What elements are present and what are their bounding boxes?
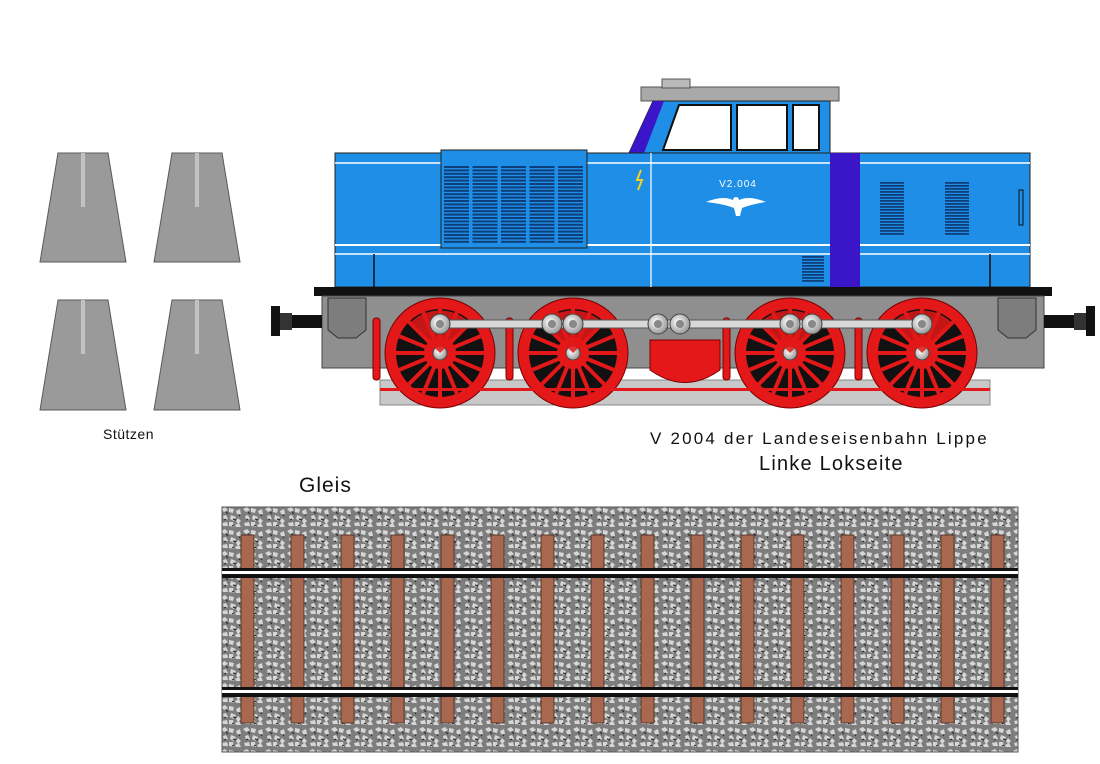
sleeper bbox=[990, 534, 1005, 724]
crank-pins bbox=[429, 313, 933, 335]
sleepers bbox=[240, 534, 1005, 724]
supports-group bbox=[39, 152, 241, 411]
sleeper bbox=[940, 534, 955, 724]
rear-end-box bbox=[997, 297, 1037, 339]
track-label: Gleis bbox=[299, 474, 352, 497]
rail-upper bbox=[222, 568, 1018, 578]
sleeper bbox=[890, 534, 905, 724]
hood-body bbox=[334, 152, 1031, 288]
ballast-bed bbox=[221, 506, 1019, 753]
sleeper bbox=[590, 534, 605, 724]
crank-pin bbox=[911, 313, 933, 335]
lower-brake-rod bbox=[380, 388, 990, 391]
sleeper bbox=[740, 534, 755, 724]
running-board bbox=[314, 287, 1052, 296]
cab-roof bbox=[640, 86, 840, 102]
crank-pin bbox=[669, 313, 691, 335]
crank-pin bbox=[801, 313, 823, 335]
sleeper bbox=[440, 534, 455, 724]
sleeper bbox=[240, 534, 255, 724]
lightning-icon bbox=[635, 169, 644, 191]
cab-side-band bbox=[830, 153, 860, 287]
sleeper bbox=[540, 534, 555, 724]
support-block-1 bbox=[39, 152, 127, 263]
cab-window-middle bbox=[736, 104, 788, 151]
supports-label: Stützen bbox=[103, 426, 154, 442]
eagle-emblem-icon bbox=[706, 197, 766, 216]
locomotive-caption-title: V 2004 der Landeseisenbahn Lippe bbox=[650, 429, 989, 448]
crank-pin bbox=[562, 313, 584, 335]
radiator-panel bbox=[440, 149, 588, 249]
sleeper bbox=[640, 534, 655, 724]
cab-front-stripe bbox=[629, 101, 664, 153]
front-buffer bbox=[271, 306, 322, 336]
sleeper bbox=[390, 534, 405, 724]
sleeper bbox=[790, 534, 805, 724]
crank-pin bbox=[647, 313, 669, 335]
cab-window-front bbox=[661, 104, 732, 151]
sleeper bbox=[840, 534, 855, 724]
sleeper bbox=[290, 534, 305, 724]
sleeper bbox=[340, 534, 355, 724]
jackshaft-housing bbox=[649, 339, 721, 383]
sleeper bbox=[690, 534, 705, 724]
cab-door-handle bbox=[1018, 189, 1024, 226]
sleeper bbox=[490, 534, 505, 724]
rail-lower bbox=[222, 687, 1018, 697]
locomotive-number: V2.004 bbox=[719, 179, 757, 190]
radiator-louvres bbox=[444, 166, 583, 243]
front-end-box bbox=[327, 297, 367, 339]
cab-window-rear bbox=[792, 104, 820, 151]
crank-pin bbox=[541, 313, 563, 335]
support-block-4 bbox=[153, 299, 241, 411]
locomotive-drawing: V2.004 bbox=[271, 78, 1095, 409]
locomotive-caption-side: Linke Lokseite bbox=[759, 453, 904, 475]
cab-side-grilles bbox=[802, 182, 969, 282]
crank-pin bbox=[429, 313, 451, 335]
support-block-2 bbox=[153, 152, 241, 263]
crank-pin bbox=[779, 313, 801, 335]
support-block-3 bbox=[39, 299, 127, 411]
driving-wheel bbox=[372, 297, 496, 409]
track-drawing bbox=[221, 506, 1019, 753]
roof-vent bbox=[661, 78, 691, 89]
rear-buffer bbox=[1044, 306, 1095, 336]
